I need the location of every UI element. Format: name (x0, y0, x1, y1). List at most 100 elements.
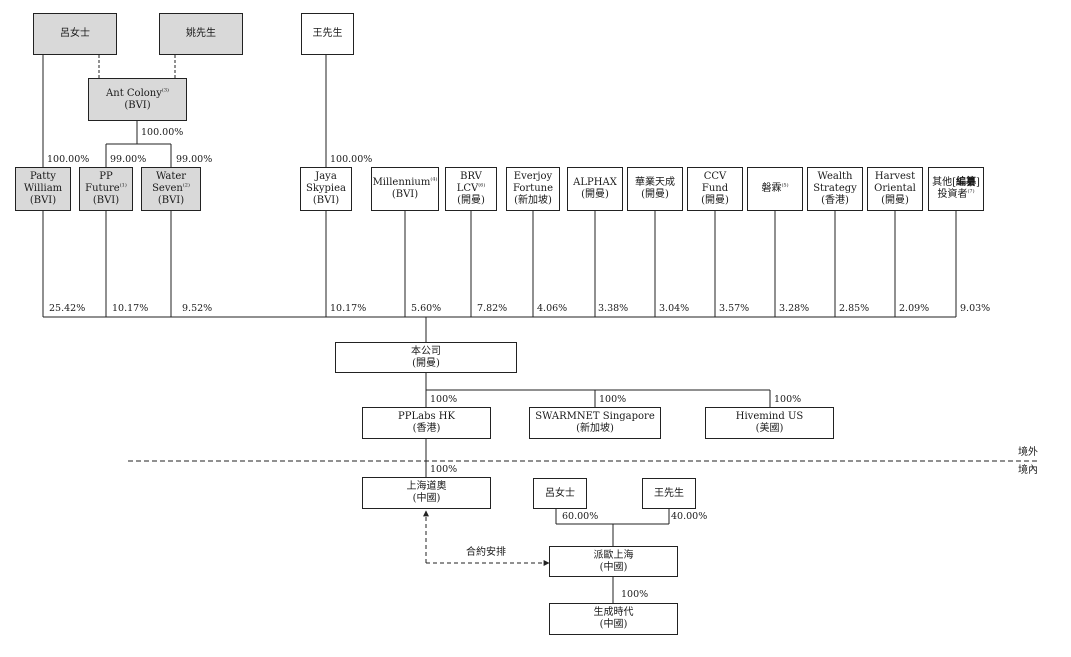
company-place: (開曼) (412, 357, 440, 369)
pct-shanghai-daoao: 100% (430, 464, 458, 475)
pct-shengcheng: 100% (621, 589, 649, 600)
holder-patty-line1: Patty (30, 171, 56, 182)
holder-others-note: (7) (967, 188, 975, 195)
label-onshore: 境內 (1018, 465, 1038, 476)
holder-ccv-line1: CCV (703, 171, 727, 182)
paiou-name: 派歐上海 (593, 549, 634, 561)
ant-colony-box: Ant Colony(3) (BVI) (88, 78, 187, 121)
holder-millennium: Millennium(4) (BVI) (371, 167, 439, 211)
subsidiary-hivemind-us: Hivemind US (美國) (705, 407, 834, 439)
holder-water-line1: Water (155, 171, 187, 182)
ant-colony-name: Ant Colony(3) (106, 87, 169, 99)
holder-wealth-strategy: Wealth Strategy (香港) (807, 167, 863, 211)
holder-huaye-place: (開曼) (641, 189, 669, 200)
shengcheng-place: (中國) (599, 619, 628, 630)
holder-brv-lcv: BRV LCV(6) (開曼) (445, 167, 497, 211)
swarmnet-name: SWARMNET Singapore (535, 411, 655, 422)
holder-harvest-line2: Oriental (874, 183, 916, 194)
shareholder-wang-label: 王先生 (312, 28, 343, 39)
pct-jaya: 10.17% (330, 303, 367, 314)
holder-ccv-line2: Fund (701, 183, 729, 194)
holder-patty-place: (BVI) (29, 195, 57, 206)
pct-alphax: 3.38% (598, 303, 629, 314)
pct-wang-to-jaya: 100.00% (330, 154, 373, 165)
onshore-paiou-shanghai: 派歐上海 (中國) (549, 546, 678, 577)
pct-huaye: 3.04% (659, 303, 690, 314)
holder-water-seven: Water Seven(2) (BVI) (141, 167, 201, 211)
hivemind-name: Hivemind US (735, 411, 804, 422)
holder-ccv-fund: CCV Fund (開曼) (687, 167, 743, 211)
pct-lv-to-paiou: 60.00% (562, 511, 599, 522)
pct-ant-to-pp: 99.00% (110, 154, 147, 165)
holder-alphax-place: (開曼) (581, 189, 609, 200)
label-contractual-arrangement: 合約安排 (466, 547, 506, 558)
pct-water: 9.52% (182, 303, 213, 314)
holder-other-investors: 其他[編纂] 投資者(7) (928, 167, 984, 211)
holder-patty-william: Patty William (BVI) (15, 167, 71, 211)
holder-yinlin-note: (5) (781, 182, 789, 189)
pct-pplabs: 100% (430, 394, 458, 405)
label-offshore: 境外 (1018, 447, 1038, 458)
pct-brv: 7.82% (477, 303, 508, 314)
holder-alphax: ALPHAX (開曼) (567, 167, 623, 211)
pct-wealth: 2.85% (839, 303, 870, 314)
shareholder-lv-label: 呂女士 (60, 28, 90, 39)
holder-everjoy-fortune: Everjoy Fortune (新加坡) (506, 167, 560, 211)
holder-pp-note: (1) (119, 182, 127, 189)
holder-everjoy-line2: Fortune (512, 183, 553, 194)
holder-everjoy-place: (新加坡) (514, 195, 552, 206)
holder-brv-line2: LCV(6) (456, 182, 486, 194)
onshore-shengcheng-shidai: 生成時代 (中國) (549, 603, 678, 635)
subsidiary-swarmnet-singapore: SWARMNET Singapore (新加坡) (529, 407, 661, 439)
holder-patty-line2: William (23, 183, 63, 194)
pct-ccv: 3.57% (719, 303, 750, 314)
paiou-place: (中國) (599, 561, 628, 573)
holder-water-place: (BVI) (157, 195, 185, 206)
holder-water-line2: Seven(2) (152, 182, 190, 194)
shareholder-yao-box: 姚先生 (159, 13, 243, 55)
onshore-shanghai-daoao: 上海道奧 (中國) (362, 477, 491, 509)
swarmnet-place: (新加坡) (576, 423, 614, 434)
onshore-wang-label: 王先生 (654, 487, 684, 499)
holder-others-line1: 其他[編纂] (932, 177, 980, 188)
pct-wang-to-paiou: 40.00% (671, 511, 708, 522)
shengcheng-name: 生成時代 (593, 607, 634, 618)
shareholder-lv-box: 呂女士 (33, 13, 117, 55)
holder-pp-future: PP Future(1) (BVI) (79, 167, 133, 211)
holder-harvest-line1: Harvest (874, 171, 916, 182)
shareholder-yao-label: 姚先生 (186, 28, 216, 39)
onshore-shareholder-wang: 王先生 (642, 478, 696, 509)
holder-pp-place: (BVI) (92, 195, 120, 206)
pct-hivemind: 100% (774, 394, 802, 405)
holder-jaya-place: (BVI) (312, 195, 340, 206)
holder-wealth-line1: Wealth (817, 171, 853, 182)
pct-others: 9.03% (960, 303, 991, 314)
pct-everjoy: 4.06% (537, 303, 568, 314)
holder-pp-line1: PP (99, 171, 113, 182)
hivemind-place: (美國) (755, 423, 784, 434)
holder-millennium-line1: Millennium(4) (372, 176, 438, 188)
pct-ant-to-subs: 100.00% (141, 127, 184, 138)
onshore-shareholder-lv: 呂女士 (533, 478, 587, 509)
holder-huaye-tiancheng: 華業天成 (開曼) (627, 167, 683, 211)
pct-yinlin: 3.28% (779, 303, 810, 314)
pct-ant-to-water: 99.00% (176, 154, 213, 165)
ant-colony-place: (BVI) (124, 99, 151, 111)
holder-alphax-line1: ALPHAX (573, 177, 617, 188)
pct-patty: 25.42% (49, 303, 86, 314)
company-name: 本公司 (411, 345, 441, 357)
holder-millennium-note: (4) (430, 176, 438, 183)
shanghai-daoao-name: 上海道奧 (406, 481, 447, 492)
pct-millennium: 5.60% (411, 303, 442, 314)
holder-huaye-line1: 華業天成 (635, 177, 675, 188)
holder-jaya-line1: Jaya (315, 171, 337, 182)
pct-lv-to-patty: 100.00% (47, 154, 90, 165)
holder-water-note: (2) (182, 182, 190, 189)
pct-pp: 10.17% (112, 303, 149, 314)
pct-harvest: 2.09% (899, 303, 930, 314)
holder-harvest-place: (開曼) (881, 195, 909, 206)
pplabs-place: (香港) (412, 423, 441, 434)
shanghai-daoao-place: (中國) (412, 493, 441, 504)
holder-pp-line2: Future(1) (85, 182, 127, 194)
